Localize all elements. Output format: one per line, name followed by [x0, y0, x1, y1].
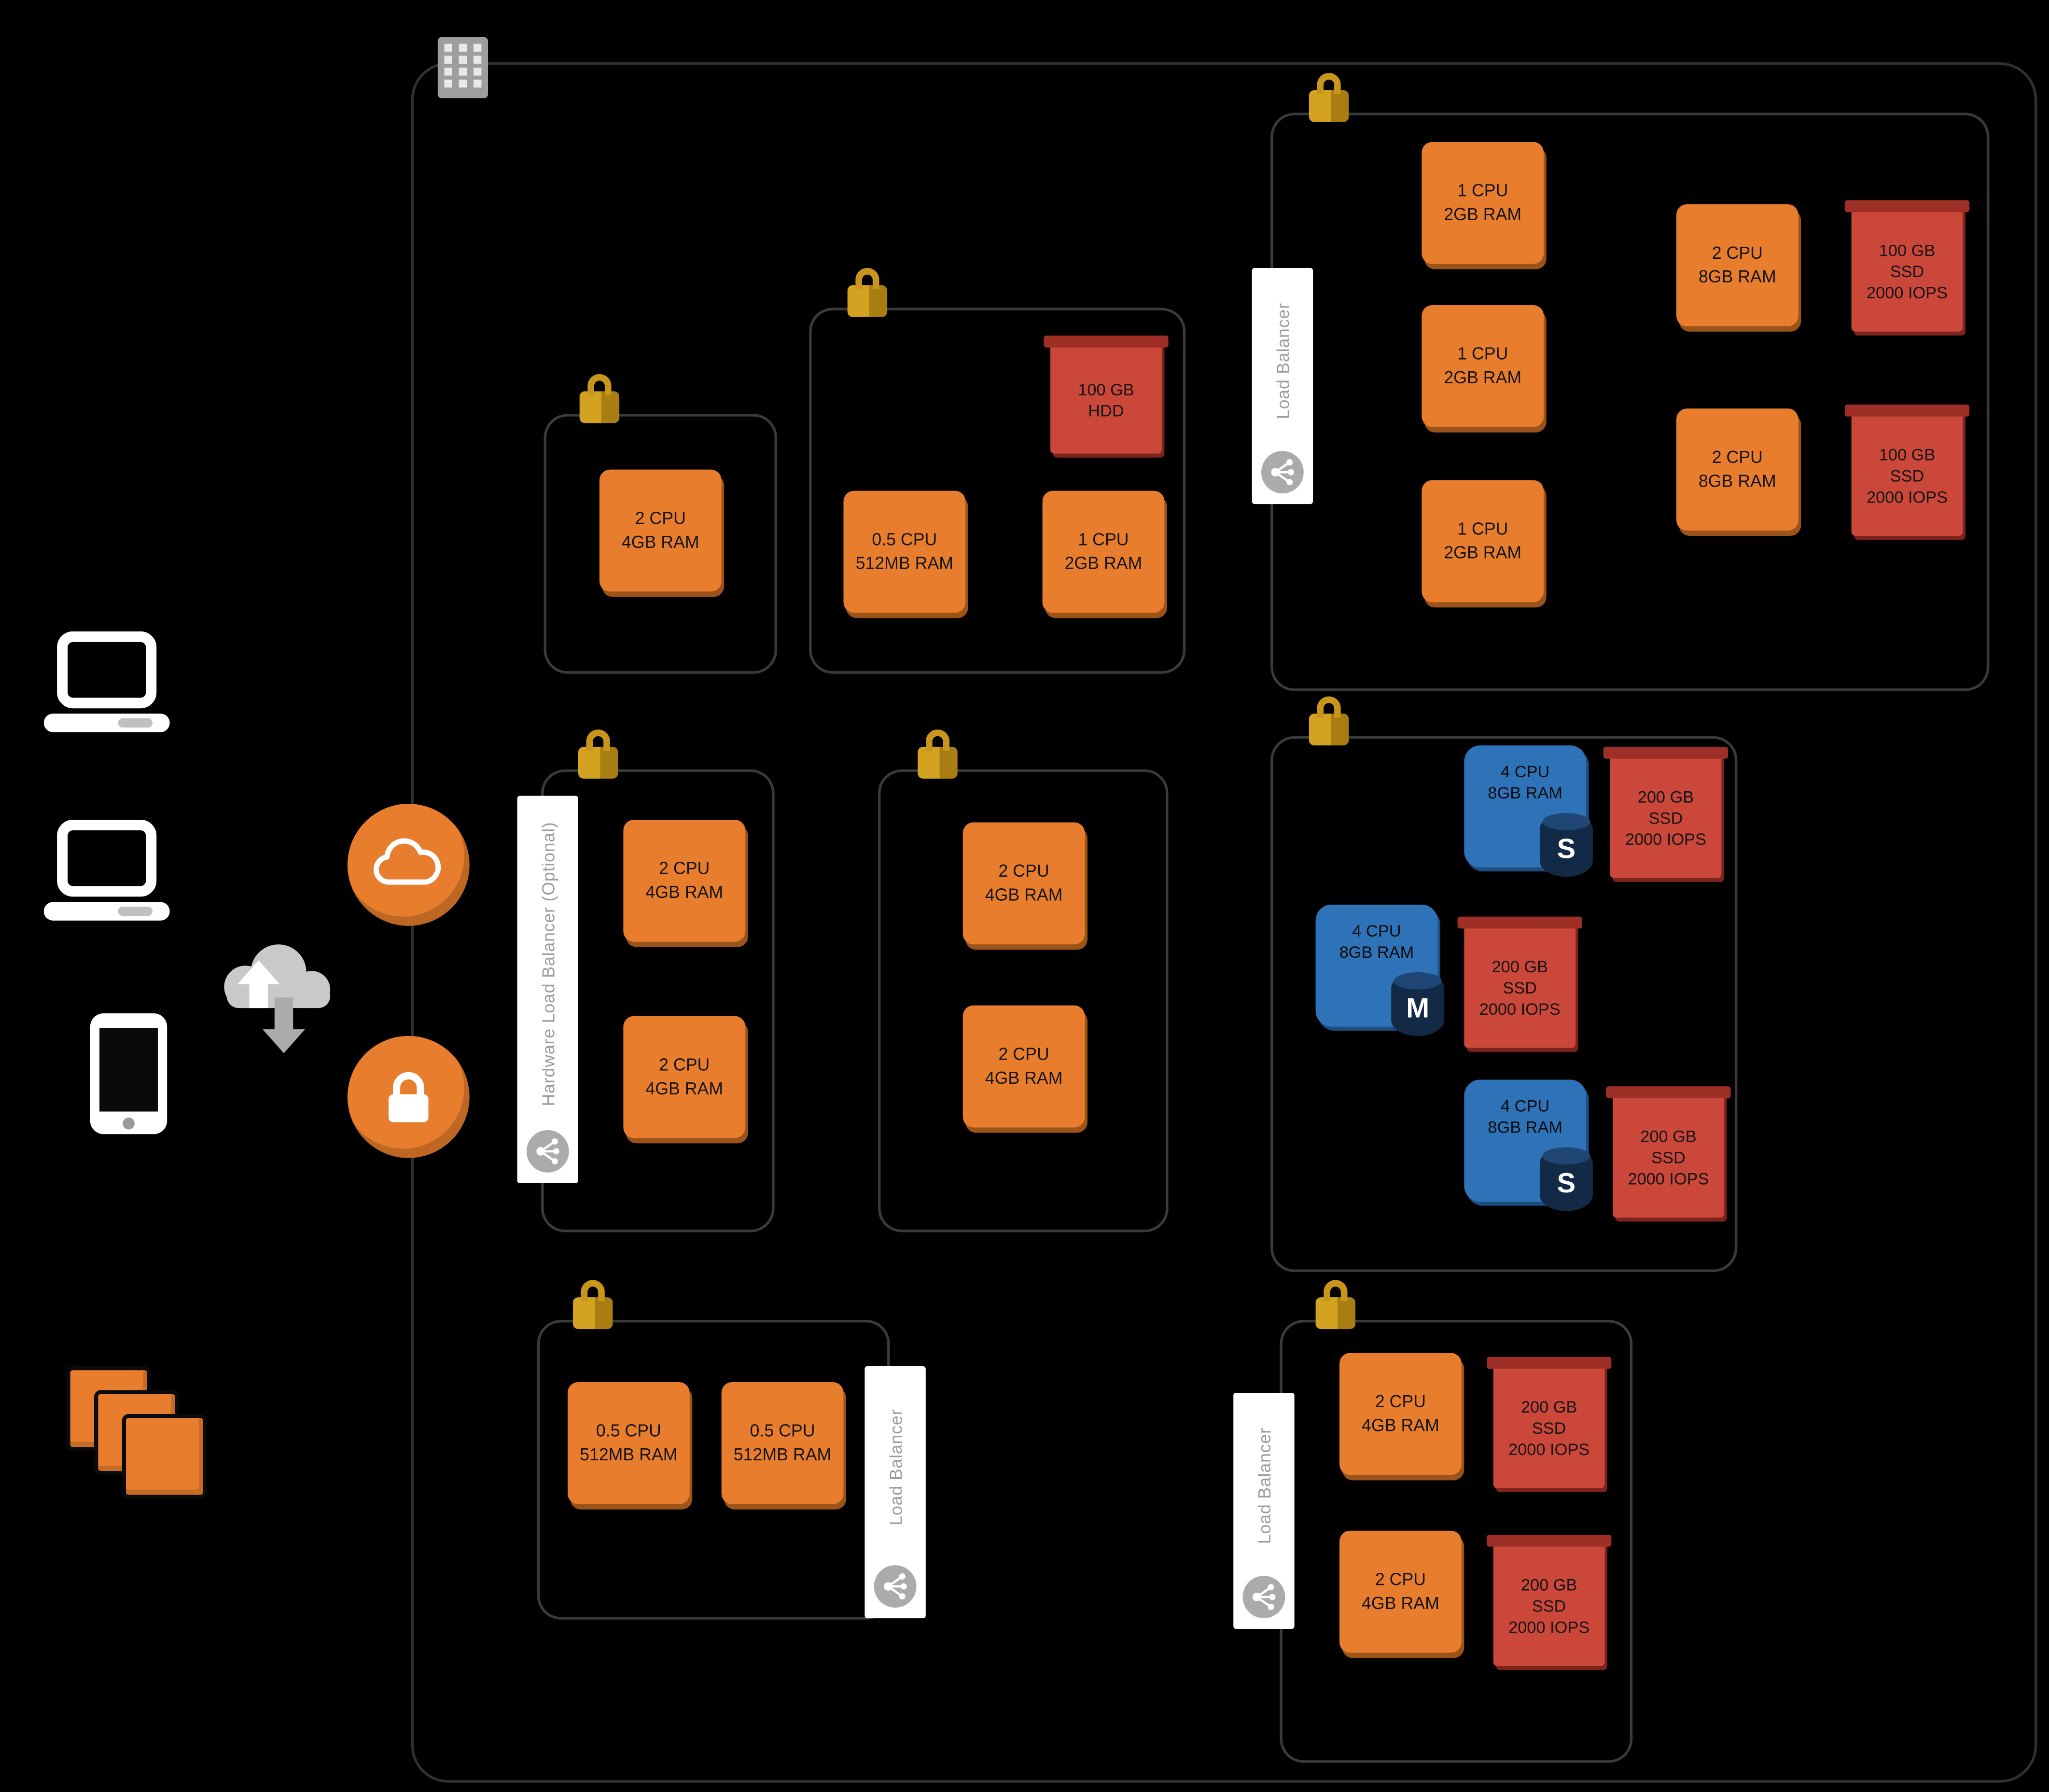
load-balancer-label: Load Balancer — [1233, 1392, 1295, 1629]
cloud-transfer-icon — [209, 928, 348, 1061]
group-batch: 100 GB HDD 0.5 CPU 512MB RAM 1 CPU 2GB R… — [809, 268, 1186, 674]
storage-volume: 200 GB SSD 2000 IOPS — [1487, 1357, 1612, 1488]
database-engine-icon: S — [1539, 1147, 1593, 1211]
group-web: Load Balancer 1 CPU 2GB RAM 1 CPU 2GB RA… — [1252, 73, 1990, 691]
compute-node: 2 CPU 8GB RAM — [1676, 204, 1798, 326]
group-database: 4 CPU 8GB RAM S 200 GB SSD 2000 IOPS 4 C… — [1270, 696, 1738, 1272]
database-engine-icon: S — [1539, 813, 1593, 877]
secure-lock-circle-icon — [347, 1036, 470, 1158]
laptop-icon — [43, 631, 170, 750]
storage-volume: 100 GB SSD 2000 IOPS — [1844, 405, 1970, 536]
storage-volume: 100 GB HDD — [1044, 336, 1169, 454]
laptop-icon-2 — [43, 820, 170, 938]
storage-label: 200 GB SSD 2000 IOPS — [1628, 1127, 1709, 1189]
datacenter-icon — [437, 37, 488, 105]
load-balancer-label-text: Load Balancer — [1272, 302, 1293, 419]
database-node: 4 CPU 8GB RAM S — [1464, 745, 1593, 877]
group-cache: 0.5 CPU 512MB RAM 0.5 CPU 512MB RAM Load… — [537, 1280, 926, 1620]
storage-volume: 200 GB SSD 2000 IOPS — [1487, 1534, 1612, 1666]
compute-node: 2 CPU 4GB RAM — [962, 822, 1085, 945]
load-balancer-icon — [526, 1130, 569, 1173]
compute-node: 2 CPU 4GB RAM — [962, 1005, 1085, 1128]
load-balancer-icon — [874, 1565, 917, 1608]
storage-volume: 200 GB SSD 2000 IOPS — [1603, 746, 1728, 878]
storage-volume: 200 GB SSD 2000 IOPS — [1457, 916, 1582, 1048]
padlock-icon — [1309, 696, 1349, 746]
compute-node: 2 CPU 4GB RAM — [623, 1016, 746, 1138]
compute-node: 0.5 CPU 512MB RAM — [567, 1382, 690, 1504]
compute-node: 2 CPU 8GB RAM — [1676, 408, 1798, 531]
compute-node: 1 CPU 2GB RAM — [1422, 141, 1544, 264]
padlock-icon — [918, 729, 958, 779]
compute-node: 0.5 CPU 512MB RAM — [843, 490, 966, 613]
storage-label: 200 GB SSD 2000 IOPS — [1508, 1397, 1590, 1459]
database-node-label: 4 CPU 8GB RAM — [1339, 922, 1414, 962]
padlock-icon — [572, 1280, 613, 1330]
storage-label: 200 GB SSD 2000 IOPS — [1479, 957, 1561, 1019]
load-balancer-icon — [1261, 451, 1304, 494]
padlock-icon — [1315, 1280, 1356, 1330]
compute-node: 2 CPU 4GB RAM — [599, 469, 722, 592]
compute-node: 1 CPU 2GB RAM — [1422, 480, 1544, 602]
storage-label: 200 GB SSD 2000 IOPS — [1625, 787, 1707, 849]
database-node: 4 CPU 8GB RAM S — [1464, 1079, 1593, 1211]
load-balancer-icon — [1242, 1576, 1285, 1619]
load-balancer-label-text: Load Balancer — [1254, 1427, 1274, 1544]
compute-node: 1 CPU 2GB RAM — [1042, 490, 1165, 613]
padlock-icon — [1309, 73, 1349, 122]
compute-node: 2 CPU 4GB RAM — [1339, 1530, 1462, 1653]
stack-square — [122, 1414, 207, 1499]
database-node-label: 4 CPU 8GB RAM — [1488, 1097, 1563, 1137]
padlock-icon — [578, 729, 618, 779]
group-app-single: 2 CPU 4GB RAM — [544, 374, 778, 674]
instance-stack-icon — [66, 1366, 207, 1504]
database-engine-letter: S — [1557, 833, 1576, 865]
compute-node: 1 CPU 2GB RAM — [1422, 305, 1544, 427]
smartphone-icon — [87, 1011, 169, 1144]
hardware-load-balancer-label-text: Hardware Load Balancer (Optional) — [538, 822, 558, 1107]
group-storage: Load Balancer 2 CPU 4GB RAM 2 CPU 4GB RA… — [1233, 1280, 1633, 1763]
storage-label: 100 GB HDD — [1078, 380, 1134, 420]
padlock-icon — [847, 268, 888, 317]
storage-label: 100 GB SSD 2000 IOPS — [1867, 241, 1948, 303]
database-node-label: 4 CPU 8GB RAM — [1488, 762, 1563, 803]
load-balancer-label-text: Load Balancer — [885, 1409, 906, 1526]
load-balancer-label: Load Balancer — [864, 1366, 926, 1619]
storage-label: 200 GB SSD 2000 IOPS — [1508, 1575, 1590, 1637]
hardware-load-balancer-label: Hardware Load Balancer (Optional) — [517, 796, 578, 1183]
group-app-b: 2 CPU 4GB RAM 2 CPU 4GB RAM — [878, 729, 1169, 1232]
group-app-a: Hardware Load Balancer (Optional) 2 CPU … — [517, 729, 775, 1232]
compute-node: 2 CPU 4GB RAM — [623, 820, 746, 942]
compute-node: 0.5 CPU 512MB RAM — [721, 1382, 844, 1504]
load-balancer-label: Load Balancer — [1252, 268, 1313, 504]
database-engine-letter: S — [1557, 1168, 1576, 1199]
storage-label: 100 GB SSD 2000 IOPS — [1867, 445, 1948, 507]
database-node: 4 CPU 8GB RAM M — [1315, 904, 1445, 1036]
database-engine-icon: M — [1391, 972, 1445, 1036]
storage-volume: 100 GB SSD 2000 IOPS — [1844, 200, 1970, 332]
padlock-icon — [579, 374, 620, 423]
database-engine-letter: M — [1406, 993, 1430, 1023]
compute-node: 2 CPU 4GB RAM — [1339, 1353, 1462, 1475]
cloud-circle-icon — [347, 804, 470, 926]
storage-volume: 200 GB SSD 2000 IOPS — [1606, 1086, 1731, 1218]
